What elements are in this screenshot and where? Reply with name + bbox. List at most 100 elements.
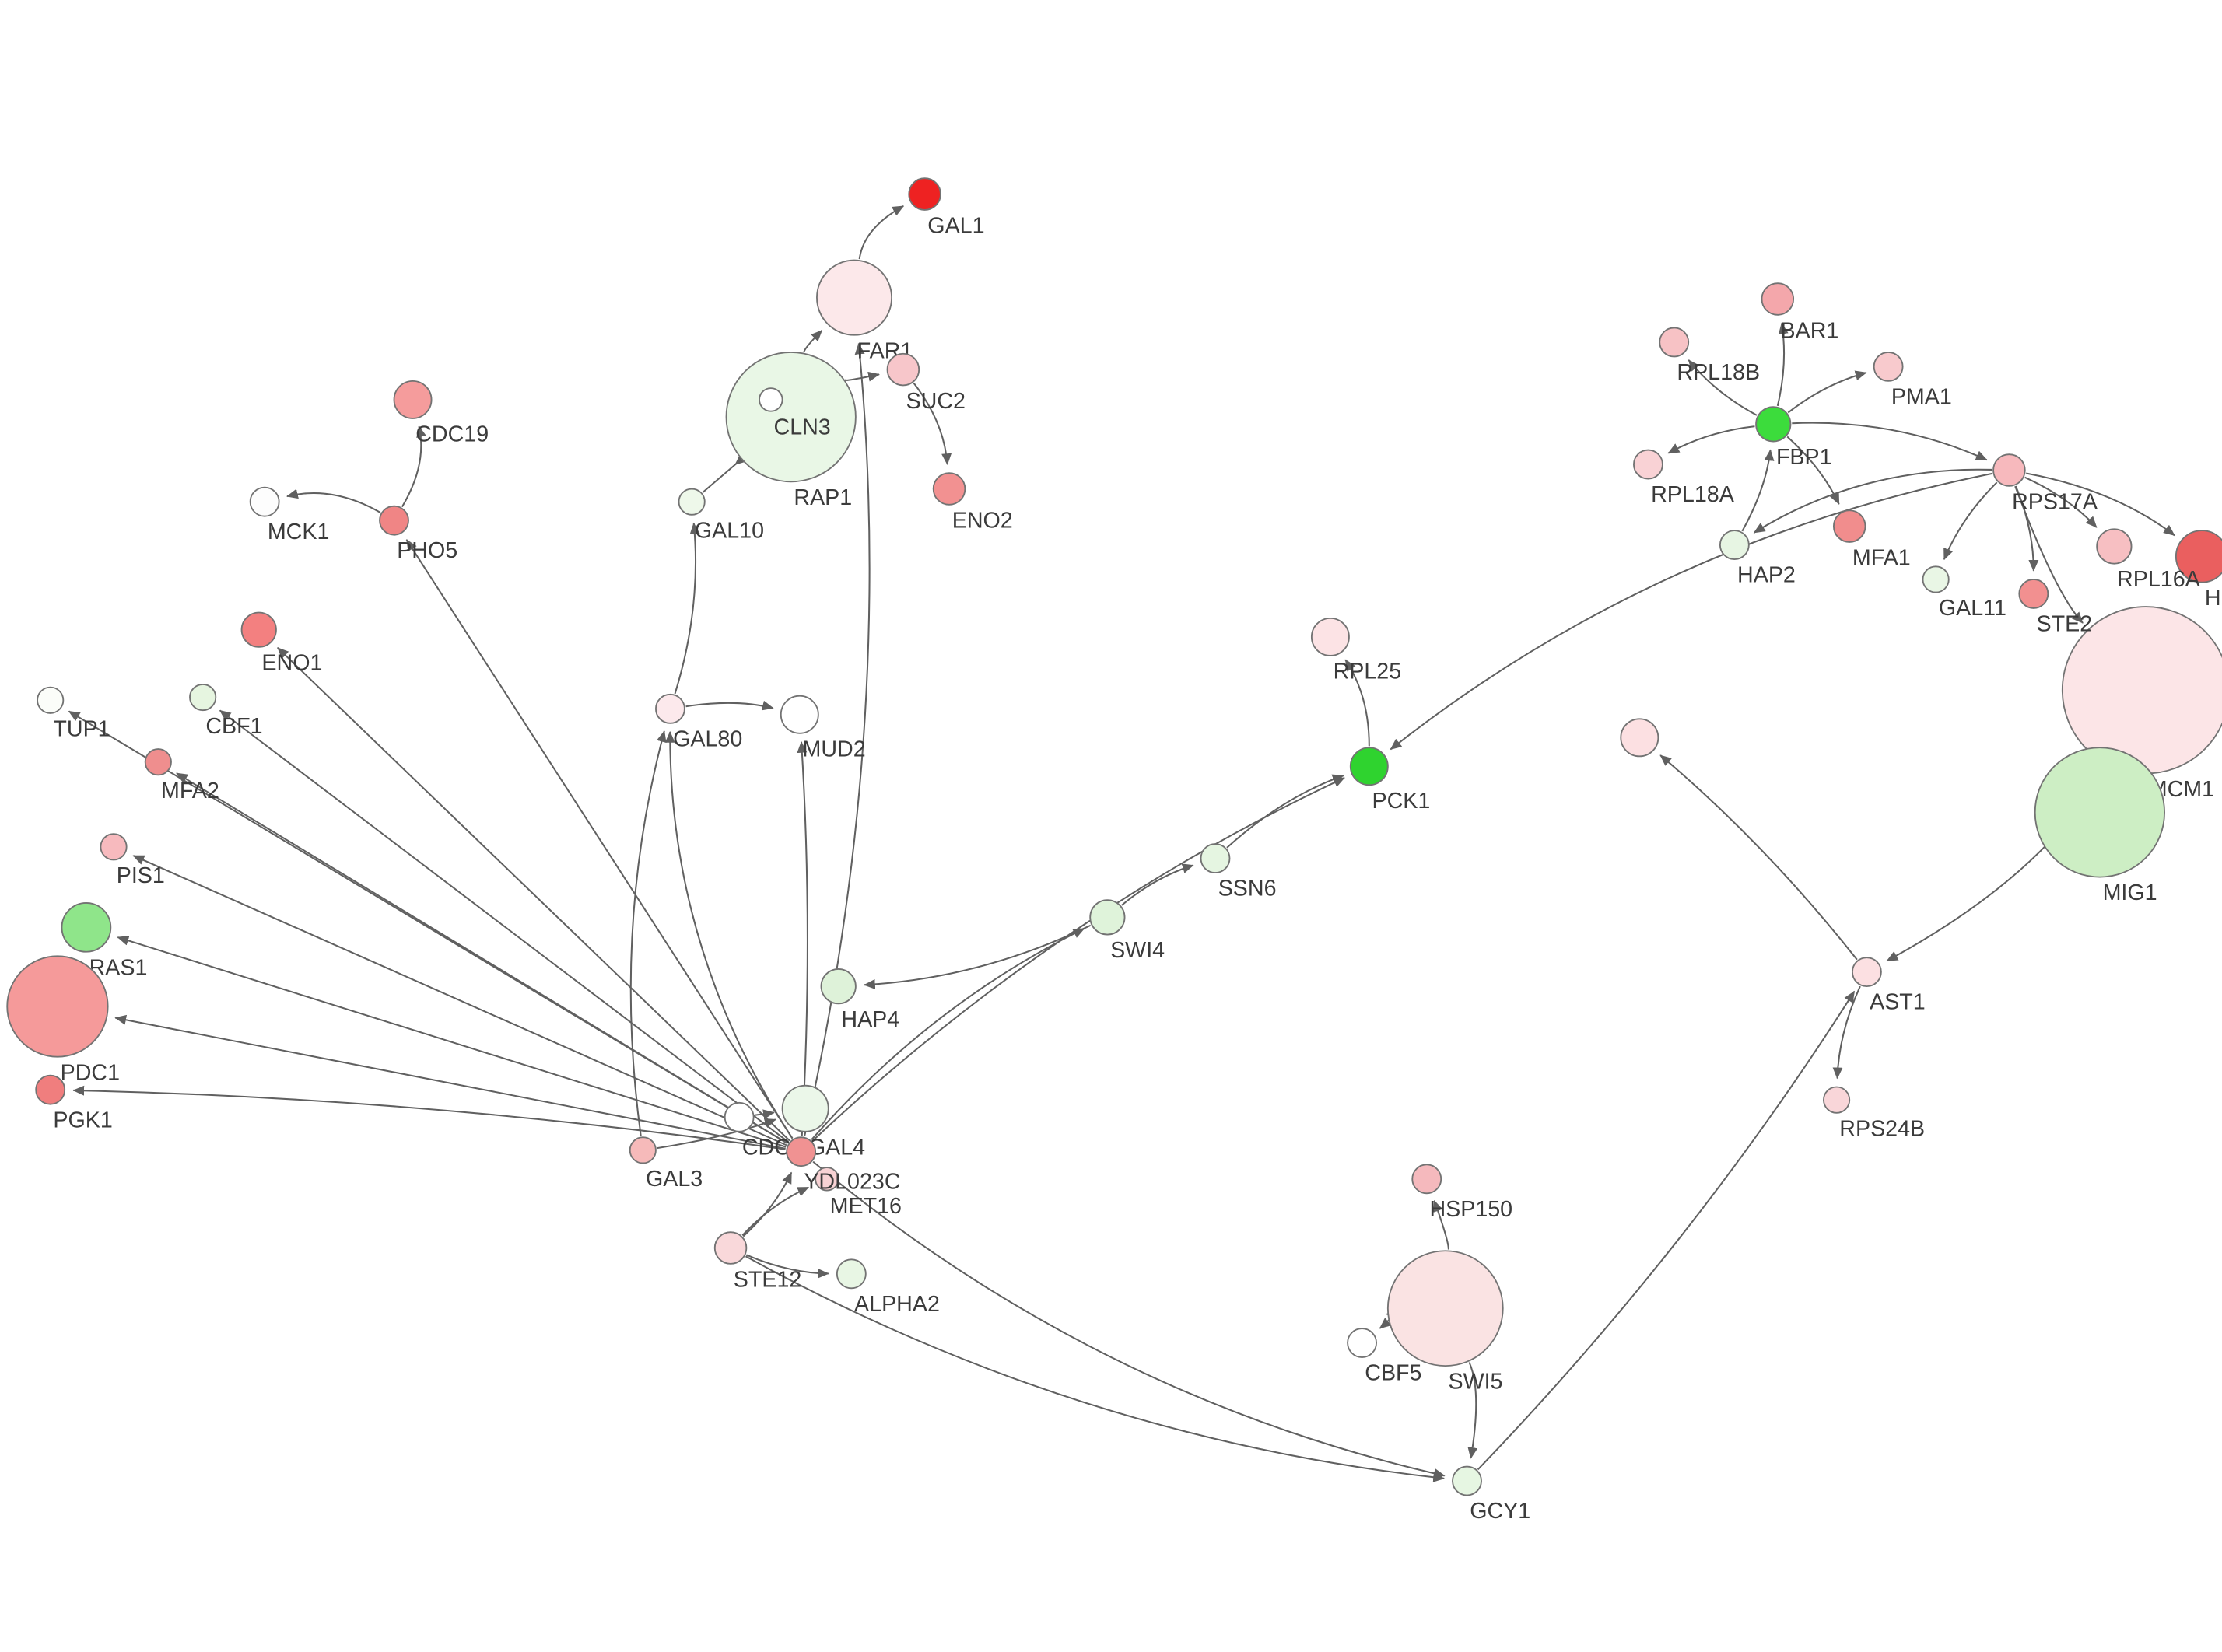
edge-gal80-gal10[interactable] — [674, 522, 700, 695]
edge-rps17a-mcm1[interactable] — [2014, 485, 2084, 624]
edge-ydl023c-mud2[interactable] — [797, 740, 808, 1136]
node-mig1[interactable] — [2034, 747, 2165, 878]
node-eno2[interactable] — [932, 472, 966, 506]
node-rpl25[interactable] — [1310, 617, 1350, 656]
node-rps17a[interactable] — [1992, 453, 2026, 487]
edge-ydl023c-gal80[interactable] — [664, 730, 794, 1139]
node-pdc1[interactable] — [6, 955, 109, 1058]
edge-swi5-gcy1[interactable] — [1467, 1362, 1478, 1459]
node-ast1[interactable] — [1852, 957, 1882, 988]
node-ras1[interactable] — [61, 901, 112, 953]
node-bar1[interactable] — [1761, 282, 1795, 316]
node-mfa2[interactable] — [144, 748, 172, 776]
edge-fbp1-rpl18a[interactable] — [1667, 425, 1755, 454]
edge-ydl023c-eno1[interactable] — [277, 647, 790, 1142]
edge-far1-gal1[interactable] — [858, 205, 905, 260]
edge-ydl023c-cbf1[interactable] — [219, 709, 789, 1143]
edge-rap1-suc2[interactable] — [844, 371, 880, 382]
edge-fbp1-rps17a[interactable] — [1792, 422, 1988, 461]
edge-rps17a-pck1[interactable] — [1390, 472, 1992, 751]
edge-rps17a-gal11[interactable] — [1943, 481, 1998, 561]
edge-ydl023c-pdc1[interactable] — [114, 1014, 786, 1150]
edge-ydl023c-ras1[interactable] — [117, 936, 787, 1148]
edge-ste12-alpha2[interactable] — [745, 1254, 829, 1279]
edge-gal80-mud2[interactable] — [685, 700, 774, 711]
node-his4[interactable] — [2175, 530, 2222, 583]
node-gal4[interactable] — [781, 1084, 829, 1132]
edge-ydl023c-pgk1[interactable] — [72, 1085, 786, 1150]
edge-fbp1-pma1[interactable] — [1787, 370, 1867, 414]
node-pgk1[interactable] — [35, 1074, 66, 1105]
edge-rap1-far1[interactable] — [803, 330, 823, 353]
node-swi5[interactable] — [1386, 1250, 1504, 1367]
edge-pho5-cdc19[interactable] — [401, 425, 426, 508]
edge-swi5-hsp150[interactable] — [1433, 1199, 1449, 1250]
edge-ydl023c-mfa2[interactable] — [176, 772, 788, 1145]
node-nodeu[interactable] — [1620, 718, 1659, 758]
node-pma1[interactable] — [1873, 351, 1904, 382]
node-cdc6[interactable] — [724, 1101, 755, 1132]
node-gcy1[interactable] — [1452, 1465, 1482, 1496]
node-gal3[interactable] — [629, 1136, 657, 1164]
edge-rps17a-rpl16a[interactable] — [2024, 476, 2098, 528]
node-alpha2[interactable] — [836, 1258, 867, 1290]
node-ste2[interactable] — [2018, 579, 2049, 609]
node-suc2[interactable] — [886, 352, 920, 387]
edge-ssn6-pck1[interactable] — [1226, 774, 1344, 849]
edge-hap2-fbp1[interactable] — [1741, 449, 1775, 532]
node-mud2[interactable] — [780, 695, 819, 734]
edge-ydl023c-pck1[interactable] — [811, 777, 1345, 1142]
edge-pho5-mck1[interactable] — [286, 488, 381, 513]
edge-gcy1-ast1[interactable] — [1477, 990, 1856, 1471]
node-rpl18b[interactable] — [1659, 327, 1690, 358]
edge-ste12-met16[interactable] — [741, 1186, 810, 1236]
node-ydl023c[interactable] — [786, 1136, 817, 1167]
node-hap2[interactable] — [1719, 530, 1750, 561]
edge-ste12-gcy1[interactable] — [745, 1255, 1446, 1482]
edge-ydl023c-far1[interactable] — [804, 342, 871, 1137]
node-pck1[interactable] — [1349, 747, 1389, 786]
edge-ast1-rps24b[interactable] — [1832, 985, 1861, 1080]
edge-ast1-nodeu[interactable] — [1659, 754, 1858, 961]
edge-ydl023c-gcy1[interactable] — [812, 1160, 1446, 1479]
edge-ydl023c-pis1[interactable] — [132, 855, 787, 1146]
node-hsp150[interactable] — [1411, 1164, 1442, 1195]
edge-cdc6-gal4[interactable] — [755, 1109, 775, 1120]
edge-fbp1-bar1[interactable] — [1776, 322, 1789, 407]
edge-pck1-rpl25[interactable] — [1344, 659, 1370, 747]
node-gal10[interactable] — [678, 488, 706, 516]
node-gal80[interactable] — [655, 693, 685, 724]
node-rps24b[interactable] — [1823, 1086, 1851, 1114]
node-cbf5[interactable] — [1347, 1328, 1377, 1358]
node-mck1[interactable] — [249, 486, 280, 517]
node-eno1[interactable] — [240, 611, 277, 648]
node-ste12[interactable] — [713, 1231, 748, 1265]
node-ssn6[interactable] — [1200, 843, 1231, 874]
node-cln3[interactable] — [759, 387, 783, 412]
node-gal1[interactable] — [908, 177, 941, 211]
edge-fbp1-mfa1[interactable] — [1786, 436, 1840, 505]
node-gal11[interactable] — [1922, 565, 1950, 593]
node-pho5[interactable] — [379, 505, 409, 536]
edge-rps17a-hap2[interactable] — [1753, 468, 1992, 534]
edge-fbp1-rpl18b[interactable] — [1688, 359, 1758, 416]
edge-gal3-gal80[interactable] — [629, 730, 667, 1136]
node-far1[interactable] — [816, 259, 893, 336]
edge-ste12-ydl023c[interactable] — [742, 1171, 793, 1237]
edge-ydl023c-pho5[interactable] — [405, 539, 794, 1139]
node-mfa1[interactable] — [1832, 509, 1866, 543]
node-hap4[interactable] — [820, 968, 857, 1005]
node-rpl18a[interactable] — [1633, 449, 1663, 480]
node-tup1[interactable] — [37, 686, 65, 714]
edge-swi4-hap4[interactable] — [864, 924, 1092, 989]
edge-rps17a-his4[interactable] — [2026, 472, 2175, 537]
node-swi4[interactable] — [1089, 899, 1126, 936]
edge-swi4-ssn6[interactable] — [1121, 863, 1194, 906]
node-met16[interactable] — [815, 1167, 839, 1192]
node-cbf1[interactable] — [189, 683, 217, 712]
node-fbp1[interactable] — [1755, 406, 1792, 443]
edge-gal10-rap1[interactable] — [702, 453, 747, 493]
edge-ydl023c-swi4[interactable] — [811, 928, 1085, 1141]
node-pis1[interactable] — [100, 833, 128, 861]
